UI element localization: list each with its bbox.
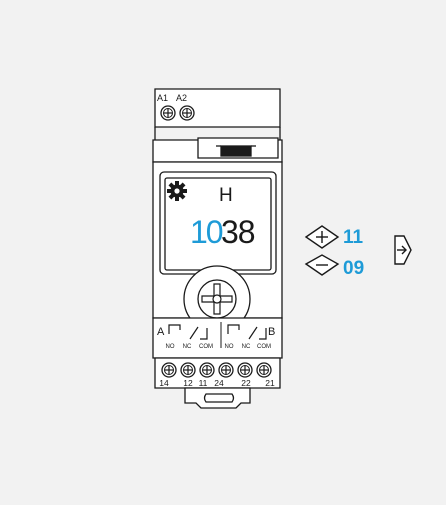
terminal-screw-a2 <box>179 105 195 121</box>
terminal-screw-12 <box>180 362 196 378</box>
display-digits-blue: 10 <box>190 214 223 250</box>
plus-arrow-up-icon[interactable] <box>304 225 340 249</box>
display-digits-black: 38 <box>221 214 255 250</box>
terminal-label-a1: A1 <box>157 93 168 103</box>
contact-label-com-a: COM <box>199 344 213 350</box>
relay-b-label: B <box>268 326 275 338</box>
minus-value: 09 <box>343 258 364 279</box>
contact-label-nc-b: NC <box>242 344 251 350</box>
terminal-screw-14 <box>161 362 177 378</box>
right-arrow-icon[interactable] <box>394 235 412 265</box>
contact-label-com-b: COM <box>257 344 271 350</box>
contact-label-nc-a: NC <box>183 344 192 350</box>
terminal-label-22: 22 <box>241 378 251 388</box>
terminal-screw-21 <box>256 362 272 378</box>
terminal-screw-11 <box>199 362 215 378</box>
terminal-label-a2: A2 <box>176 93 187 103</box>
relay-b-contact-icon <box>227 324 267 340</box>
terminal-screw-a1 <box>160 105 176 121</box>
terminal-screw-22 <box>237 362 253 378</box>
terminal-screw-24 <box>218 362 234 378</box>
terminal-label-12: 12 <box>183 378 193 388</box>
gear-icon <box>167 181 187 201</box>
relay-a-contact-icon <box>168 324 208 340</box>
minus-arrow-down-icon[interactable] <box>304 254 340 276</box>
terminal-label-21: 21 <box>265 378 275 388</box>
contact-label-no-b: NO <box>225 344 234 350</box>
relay-a-label: A <box>157 326 165 338</box>
display-mode-letter: H <box>219 185 233 206</box>
contact-label-no-a: NO <box>166 344 175 350</box>
knob-cross-icon <box>201 283 233 315</box>
plus-value: 11 <box>343 227 364 248</box>
terminal-label-24: 24 <box>214 378 224 388</box>
device-body <box>152 88 283 409</box>
terminal-label-14: 14 <box>159 378 169 388</box>
terminal-label-11: 11 <box>199 378 208 388</box>
